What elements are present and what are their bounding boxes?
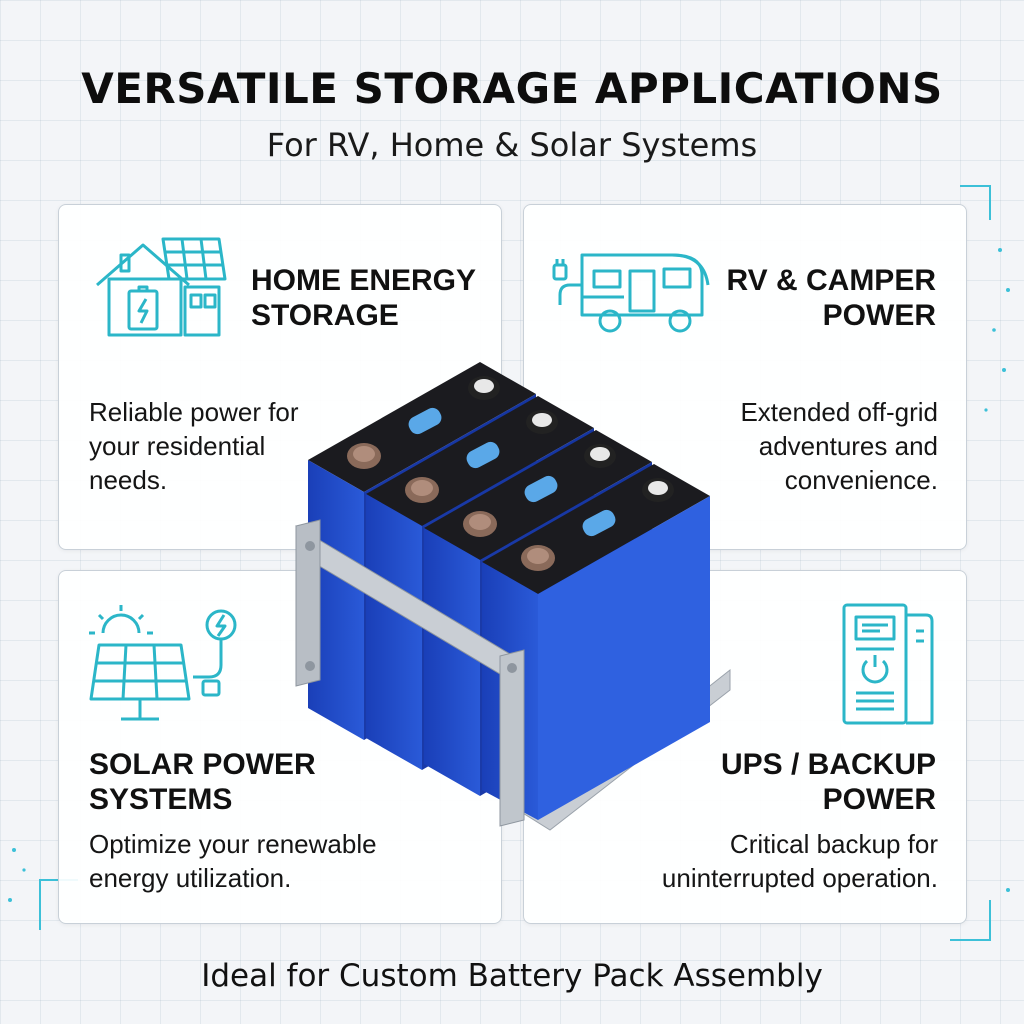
- battery-pack-image: [295, 362, 731, 831]
- card-description: Critical backup for uninterrupted operat…: [661, 829, 938, 893]
- page-subtitle: For RV, Home & Solar Systems: [266, 126, 758, 164]
- card-title: UPS / BACKUP POWER: [720, 748, 936, 816]
- page-title: VERSATILE STORAGE APPLICATIONS: [81, 64, 943, 113]
- house-battery-icon: [96, 237, 227, 337]
- card-title: HOME ENERGY STORAGE: [251, 264, 477, 332]
- ups-unit-icon: [842, 603, 934, 725]
- footer-tagline: Ideal for Custom Battery Pack Assembly: [201, 958, 823, 994]
- rv-camper-icon: [552, 253, 710, 333]
- corner-decoration-top-right: [960, 185, 1010, 412]
- card-title: RV & CAMPER POWER: [726, 264, 936, 332]
- card-description: Extended off-grid adventures and conveni…: [740, 397, 938, 495]
- card-title: SOLAR POWER SYSTEMS: [89, 748, 316, 816]
- solar-panel-icon: [89, 605, 237, 721]
- card-description: Optimize your renewable energy utilizati…: [89, 829, 377, 893]
- card-description: Reliable power for your residential need…: [89, 397, 299, 495]
- corner-decoration-bottom-right: [950, 888, 1010, 941]
